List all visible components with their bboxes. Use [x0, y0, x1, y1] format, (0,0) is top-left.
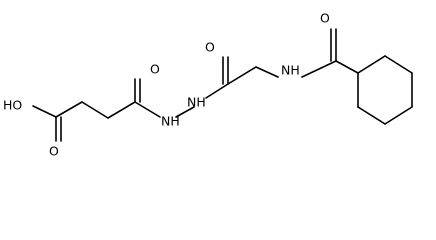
bond-c6-n3 — [255, 66, 279, 78]
atom-ho: HO — [3, 98, 22, 113]
atom-o-hydrazide-right: O — [205, 40, 215, 55]
atom-nh-amide: NH — [281, 63, 300, 78]
atom-o-hydrazide-left: O — [150, 62, 160, 77]
atom-labels: HO O O NH NH O NH O — [3, 11, 330, 159]
molecule-diagram: HO O O NH NH O NH O — [3, 11, 413, 159]
bond-c7-ring — [335, 60, 359, 74]
bond-c4-n1 — [134, 101, 161, 118]
bond-group — [32, 28, 413, 142]
bond-n2-c5 — [205, 83, 229, 99]
atom-o-acid-carbonyl: O — [49, 144, 59, 159]
structure-canvas: HO O O NH NH O NH O — [3, 10, 413, 159]
ring-bond-5 — [357, 106, 386, 125]
atom-nh-hydrazide-left: NH — [161, 114, 180, 129]
atom-nh-hydrazide-right: NH — [187, 95, 206, 110]
bond-ho-c1 — [32, 105, 57, 118]
bond-c2-c3 — [81, 101, 109, 119]
bond-n1-n2 — [175, 106, 195, 118]
atom-o-amide: O — [320, 11, 330, 26]
bond-c1-c2 — [55, 101, 83, 118]
bond-c3-c4 — [107, 101, 136, 119]
bond-c5-c6 — [227, 66, 257, 85]
ring-bond-1 — [357, 55, 386, 74]
bond-n3-c7 — [301, 60, 337, 78]
ring-bond-2 — [384, 55, 413, 74]
ring-bond-4 — [384, 106, 413, 125]
